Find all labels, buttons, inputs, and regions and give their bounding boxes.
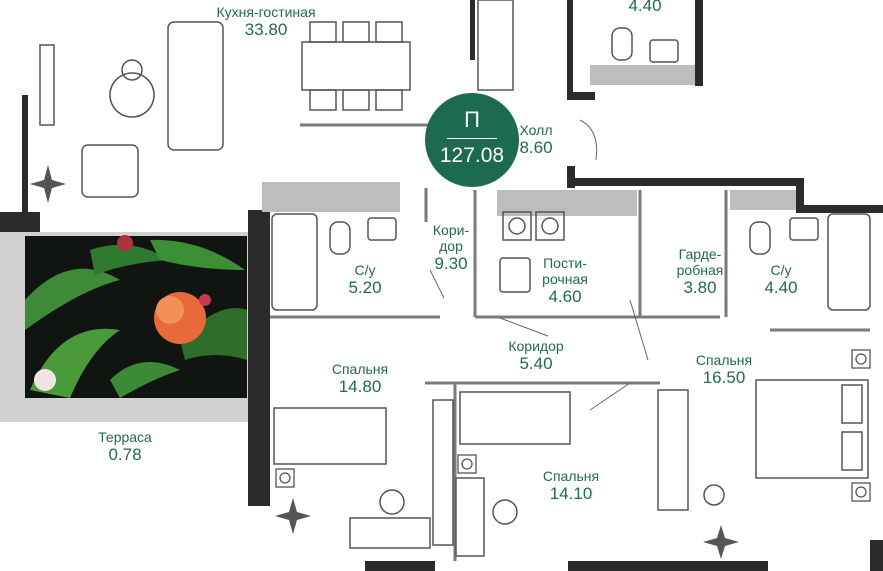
room-label-terrace: Терраса 0.78 xyxy=(98,429,152,465)
door-swings xyxy=(429,119,649,411)
room-label-bath-top: 4.40 xyxy=(628,0,661,16)
room-name: С/у xyxy=(354,262,376,278)
room-area: 4.40 xyxy=(764,278,798,298)
room-label-bedroom-2: Спальня 16.50 xyxy=(696,352,752,388)
room-area: 5.20 xyxy=(348,278,382,298)
badge-letter: П xyxy=(464,107,480,132)
room-name: Холл xyxy=(519,122,553,138)
room-label-corridor-1: Кори- дор 9.30 xyxy=(433,222,469,274)
room-area: 4.40 xyxy=(628,0,662,15)
room-label-corridor-2: Коридор 5.40 xyxy=(508,338,563,374)
badge-total-area: 127.08 xyxy=(439,144,505,167)
desks xyxy=(349,477,725,557)
beds xyxy=(273,379,869,546)
total-area-badge: П 127.08 xyxy=(425,93,519,187)
room-name: Гарде- робная xyxy=(676,246,724,279)
room-name: Коридор xyxy=(508,338,564,354)
room-label-hall: Холл 8.60 xyxy=(519,122,552,158)
tropical-wallpaper-image xyxy=(25,235,247,398)
room-area: 14.80 xyxy=(338,377,382,397)
room-label-bedroom-3: Спальня 14.10 xyxy=(543,468,599,504)
room-area: 33.80 xyxy=(244,20,288,40)
room-label-bedroom-1: Спальня 14.80 xyxy=(332,361,388,397)
room-name: Терраса xyxy=(98,429,152,445)
washing-machine-icon xyxy=(502,211,565,241)
room-label-bath-1: С/у 5.20 xyxy=(348,262,381,298)
room-area: 5.40 xyxy=(519,354,553,374)
compass-rose-icon xyxy=(30,165,739,559)
kitchen-furniture xyxy=(39,0,514,198)
room-name: Спальня xyxy=(542,468,600,484)
room-label-bath-2: С/у 4.40 xyxy=(764,262,797,298)
room-name: Спальня xyxy=(695,352,753,368)
room-area: 8.60 xyxy=(519,138,553,158)
bathtub-icon xyxy=(271,213,871,311)
room-name: Кори- дор xyxy=(432,222,470,255)
room-area: 16.50 xyxy=(702,368,746,388)
room-area: 0.78 xyxy=(108,445,142,465)
room-area: 14.10 xyxy=(549,484,593,504)
room-label-wardrobe: Гарде- робная 3.80 xyxy=(677,246,724,298)
badge-divider xyxy=(447,138,497,139)
room-area: 4.60 xyxy=(548,287,582,307)
room-label-laundry: Пости- рочная 4.60 xyxy=(542,255,588,307)
room-name: Спальня xyxy=(331,361,389,377)
room-name: С/у xyxy=(770,262,792,278)
room-name: Пости- рочная xyxy=(542,255,588,288)
room-area: 3.80 xyxy=(683,278,717,298)
room-name: Кухня-гостиная xyxy=(216,4,316,20)
smoke-detector-icon xyxy=(275,349,871,502)
room-label-kitchen: Кухня-гостиная 33.80 xyxy=(216,4,315,40)
room-area: 9.30 xyxy=(434,254,468,274)
partitions xyxy=(270,123,870,561)
toilet-icon xyxy=(329,27,819,293)
